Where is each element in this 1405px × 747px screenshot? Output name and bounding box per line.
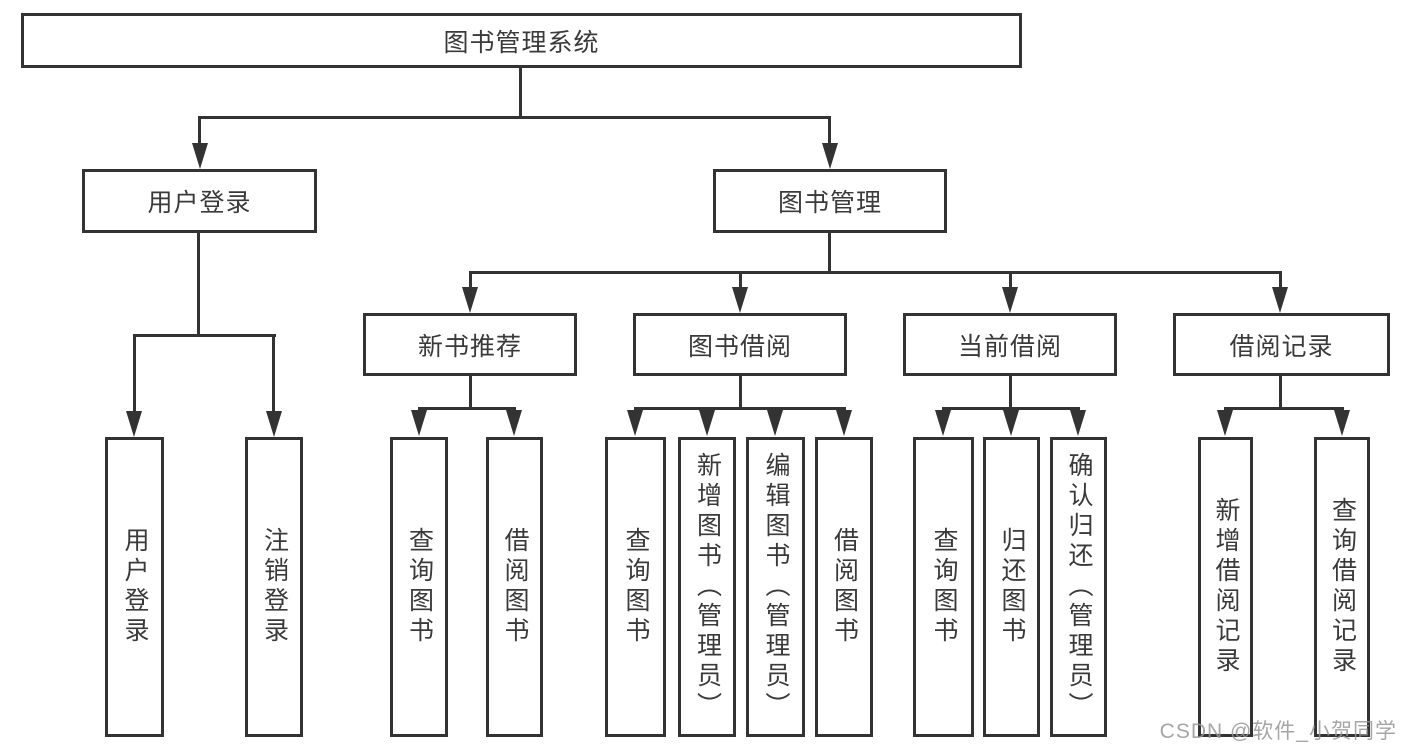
leaf-query-books-current: 查询图书 — [913, 437, 974, 737]
connector-line — [1009, 271, 1012, 289]
leaf-confirm-return-admin: 确认归还（管理员） — [1050, 437, 1107, 737]
arrow-down-icon — [822, 143, 838, 169]
connector-line — [272, 334, 275, 412]
leaf-query-books-borrow: 查询图书 — [605, 437, 666, 737]
connector-line — [1279, 376, 1282, 409]
arrow-down-icon — [767, 410, 783, 436]
node-borrow-records: 借阅记录 — [1173, 313, 1390, 376]
node-label: 查询借阅记录 — [1328, 497, 1357, 677]
node-label: 查询图书 — [405, 527, 434, 647]
node-label: 图书管理 — [777, 189, 882, 217]
arrow-down-icon — [1334, 410, 1350, 436]
arrow-down-icon — [266, 411, 282, 437]
node-label: 借阅图书 — [501, 527, 529, 647]
connector-line — [1009, 376, 1012, 409]
connector-line — [469, 376, 472, 409]
leaf-borrow-books-recommend: 借阅图书 — [486, 437, 543, 737]
connector-line — [1279, 271, 1282, 289]
leaf-edit-book-admin: 编辑图书（管理员） — [746, 437, 805, 737]
arrow-down-icon — [836, 410, 852, 436]
connector-line — [418, 407, 516, 410]
arrow-down-icon — [627, 410, 643, 436]
node-book-borrow: 图书借阅 — [633, 313, 847, 376]
node-label: 图书借阅 — [687, 332, 792, 361]
node-label: 当前借阅 — [957, 332, 1062, 361]
connector-line — [519, 68, 522, 117]
node-book-management: 图书管理 — [713, 169, 947, 233]
watermark: CSDN @软件_小贺同学 — [1159, 720, 1397, 743]
arrow-down-icon — [1002, 287, 1018, 313]
arrow-down-icon — [506, 410, 522, 436]
node-label: 图书管理系统 — [443, 28, 600, 57]
arrow-down-icon — [732, 287, 748, 313]
arrow-down-icon — [1003, 410, 1019, 436]
leaf-return-book: 归还图书 — [983, 437, 1040, 737]
leaf-user-login: 用户登录 — [105, 437, 164, 737]
node-label: 查询图书 — [930, 527, 958, 647]
connector-line — [133, 334, 276, 337]
leaf-logout: 注销登录 — [245, 437, 303, 737]
arrow-down-icon — [126, 411, 142, 437]
connector-line — [828, 116, 831, 146]
node-label: 归还图书 — [998, 527, 1026, 647]
connector-line — [197, 232, 200, 336]
node-label: 查询图书 — [622, 527, 650, 647]
arrow-down-icon — [1070, 410, 1086, 436]
node-label: 编辑图书（管理员） — [762, 452, 790, 722]
connector-line — [469, 271, 1282, 274]
arrow-down-icon — [1217, 410, 1233, 436]
node-library-system-root: 图书管理系统 — [21, 13, 1022, 68]
connector-line — [133, 334, 136, 412]
leaf-query-borrow-record: 查询借阅记录 — [1314, 437, 1370, 737]
leaf-add-book-admin: 新增图书（管理员） — [678, 437, 736, 737]
node-label: 新增图书（管理员） — [693, 452, 722, 722]
node-label: 注销登录 — [260, 527, 289, 647]
arrow-down-icon — [935, 410, 951, 436]
connector-line — [634, 407, 846, 410]
connector-line — [198, 116, 201, 146]
connector-line — [739, 271, 742, 289]
node-label: 确认归还（管理员） — [1065, 452, 1093, 722]
arrow-down-icon — [462, 287, 478, 313]
node-label: 新增借阅记录 — [1212, 497, 1240, 677]
leaf-borrow-books-borrow: 借阅图书 — [815, 437, 873, 737]
node-label: 用户登录 — [121, 527, 149, 647]
connector-line — [469, 271, 472, 289]
node-label: 借阅图书 — [830, 527, 859, 647]
arrow-down-icon — [192, 143, 208, 169]
node-new-book-recommend: 新书推荐 — [363, 313, 577, 376]
connector-line — [1224, 407, 1344, 410]
connector-line — [942, 407, 1080, 410]
leaf-query-books-recommend: 查询图书 — [390, 437, 448, 737]
node-label: 用户登录 — [147, 189, 252, 217]
arrow-down-icon — [699, 410, 715, 436]
arrow-down-icon — [411, 410, 427, 436]
arrow-down-icon — [1272, 287, 1288, 313]
node-current-borrow: 当前借阅 — [903, 313, 1117, 376]
node-label: 新书推荐 — [417, 332, 522, 361]
node-user-login: 用户登录 — [82, 169, 317, 233]
leaf-add-borrow-record: 新增借阅记录 — [1198, 437, 1253, 737]
connector-line — [198, 116, 831, 119]
connector-line — [739, 376, 742, 409]
node-label: 借阅记录 — [1229, 332, 1334, 361]
connector-line — [828, 232, 831, 273]
